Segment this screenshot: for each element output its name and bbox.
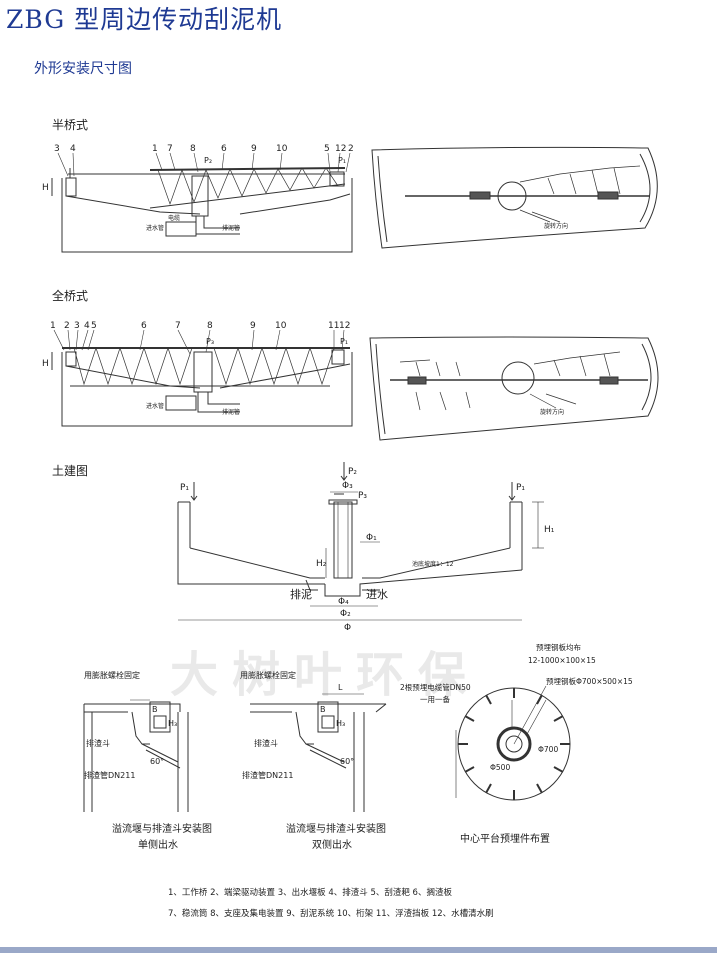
hb-callout: 1 [152, 144, 158, 154]
dr-d700: Φ700 [538, 745, 558, 754]
hb-callout: 8 [190, 144, 196, 154]
dr-plate-note-2: 12-1000×100×15 [528, 656, 596, 665]
fb-callout: 3 [74, 321, 80, 331]
page-title: ZBG 型周边传动刮泥机 [6, 5, 283, 34]
dr-caption: 中心平台预埋件布置 [460, 832, 550, 845]
bottom-rule [0, 947, 717, 953]
half-bridge-elevation [51, 152, 353, 253]
dl-h3: H₃ [168, 719, 177, 728]
section-half-bridge: 半桥式 [52, 118, 89, 132]
fb-p3-label: P₃ [206, 337, 214, 346]
hb-callout: 2 [348, 144, 354, 154]
legend-line-1: 1、工作桥 2、端梁驱动装置 3、出水堰板 4、排渣斗 5、刮渣耙 6、搁渣板 [168, 888, 452, 898]
hb-p1-label: P₁ [338, 156, 346, 165]
detail-mid-drawing [250, 693, 387, 812]
dr-d500: Φ500 [490, 763, 510, 772]
full-bridge-plan [369, 336, 659, 441]
hb-callout: 9 [251, 144, 257, 154]
dr-conduit-note-1: 2根预埋电缆管DN50 [400, 682, 471, 692]
dm-fix-note: 用膨胀螺栓固定 [240, 670, 296, 680]
half-bridge-plan [371, 146, 658, 249]
hb-outlet-label: 排泥管 [222, 224, 240, 232]
civil-labels: P₁ P₁ P₂ Φ₃ P₃ Φ₁ H₁ H₂ 池底坡度1：12 排泥 进水 Φ… [180, 467, 555, 633]
detail-left-drawing [83, 699, 189, 812]
dm-caption: 溢流堰与排渣斗安装图 [286, 822, 386, 835]
civil-h2: H₂ [316, 559, 327, 569]
dr-plate-note-1: 预埋钢板均布 [536, 642, 581, 652]
hb-h-label: H [42, 183, 49, 193]
hb-callout: 3 [54, 144, 60, 154]
hb-callout: 10 [276, 144, 288, 154]
hb-callout: 12 [335, 144, 346, 154]
dm-pipe: 排渣管DN211 [242, 770, 293, 780]
fb-callout: 10 [275, 321, 287, 331]
fb-callout: 4 [84, 321, 90, 331]
civil-p3: P₃ [358, 491, 367, 501]
detail-right-drawing [455, 685, 571, 801]
hb-callout: 7 [167, 144, 173, 154]
dl-pipe: 排渣管DN211 [84, 770, 135, 780]
fb-callout: 11 [328, 321, 339, 331]
dl-angle: 60° [150, 757, 164, 766]
civil-phi: Φ [344, 623, 351, 633]
section-full-bridge: 全桥式 [52, 289, 89, 303]
civil-phi3: Φ₃ [342, 481, 353, 491]
watermark-text: 大树叶环保 [170, 647, 481, 703]
dm-h3: H₃ [336, 719, 345, 728]
civil-sludge: 排泥 [290, 587, 312, 601]
civil-drawing [177, 462, 544, 621]
fb-rotation-label: 旋转方向 [540, 408, 564, 416]
fb-callout: 12 [339, 321, 350, 331]
civil-inlet: 进水 [366, 588, 388, 601]
fb-p1-label: P₁ [340, 337, 348, 346]
legend-line-2: 7、稳流筒 8、支座及集电装置 9、刮泥系统 10、桁架 11、浮渣挡板 12、… [168, 909, 494, 919]
fb-callout: 1 [50, 321, 56, 331]
dl-sub-caption: 单侧出水 [138, 838, 178, 851]
fb-inlet-label: 进水管 [146, 402, 164, 410]
civil-h1: H₁ [544, 525, 555, 535]
civil-p1-left: P₁ [180, 483, 189, 493]
hb-callout: 4 [70, 144, 76, 154]
civil-p2: P₂ [348, 467, 357, 477]
fb-h-label: H [42, 359, 49, 369]
dl-fix-note: 用膨胀螺栓固定 [84, 670, 140, 680]
dr-plate-center: 预埋钢板Φ700×500×15 [546, 676, 633, 686]
dm-angle: 60° [340, 757, 354, 766]
dr-conduit-note-2: 一用一备 [420, 694, 450, 704]
fb-callout: 9 [250, 321, 256, 331]
detail-mid-labels: 用膨胀螺栓固定 L B H₃ 排渣斗 排渣管DN211 60° 溢流堰与排渣斗安… [240, 670, 386, 851]
fb-callout: 7 [175, 321, 181, 331]
fb-callout: 8 [207, 321, 213, 331]
hb-p2-label: P₂ [204, 156, 212, 165]
dl-caption: 溢流堰与排渣斗安装图 [112, 822, 212, 835]
dl-hopper: 排渣斗 [86, 738, 110, 748]
hb-callout: 6 [221, 144, 227, 154]
half-bridge-labels: 3 4 1 7 8 6 9 10 5 12 2 H P₂ P₁ 进水管 排泥管 … [42, 144, 568, 232]
full-bridge-labels: 1 2 3 4 5 6 7 8 9 10 11 12 H P₃ P₁ 进水管 排… [42, 321, 564, 416]
hb-power-label: 电缆 [168, 214, 180, 222]
fb-outlet-label: 排泥管 [222, 408, 240, 416]
civil-slope: 池底坡度1：12 [412, 560, 454, 568]
fb-callout: 2 [64, 321, 70, 331]
dm-b: B [320, 705, 326, 714]
dm-sub-caption: 双侧出水 [312, 838, 352, 851]
hb-inlet-label: 进水管 [146, 224, 164, 232]
dm-l: L [338, 683, 343, 692]
detail-left-labels: 用膨胀螺栓固定 B H₃ 排渣斗 排渣管DN211 60° 溢流堰与排渣斗安装图… [84, 670, 212, 851]
dm-hopper: 排渣斗 [254, 738, 278, 748]
hb-rotation-label: 旋转方向 [544, 222, 568, 230]
section-civil: 土建图 [52, 464, 89, 478]
civil-phi1: Φ₁ [366, 533, 377, 543]
fb-callout: 5 [91, 321, 97, 331]
civil-phi4: Φ₄ [338, 597, 349, 607]
dl-b: B [152, 705, 158, 714]
detail-right-labels: 预埋钢板均布 12-1000×100×15 2根预埋电缆管DN50 一用一备 预… [400, 642, 633, 845]
hb-callout: 5 [324, 144, 330, 154]
page-subtitle: 外形安装尺寸图 [34, 61, 132, 77]
civil-phi2: Φ₂ [340, 609, 351, 619]
full-bridge-elevation [51, 329, 353, 427]
civil-p1-right: P₁ [516, 483, 525, 493]
fb-callout: 6 [141, 321, 147, 331]
